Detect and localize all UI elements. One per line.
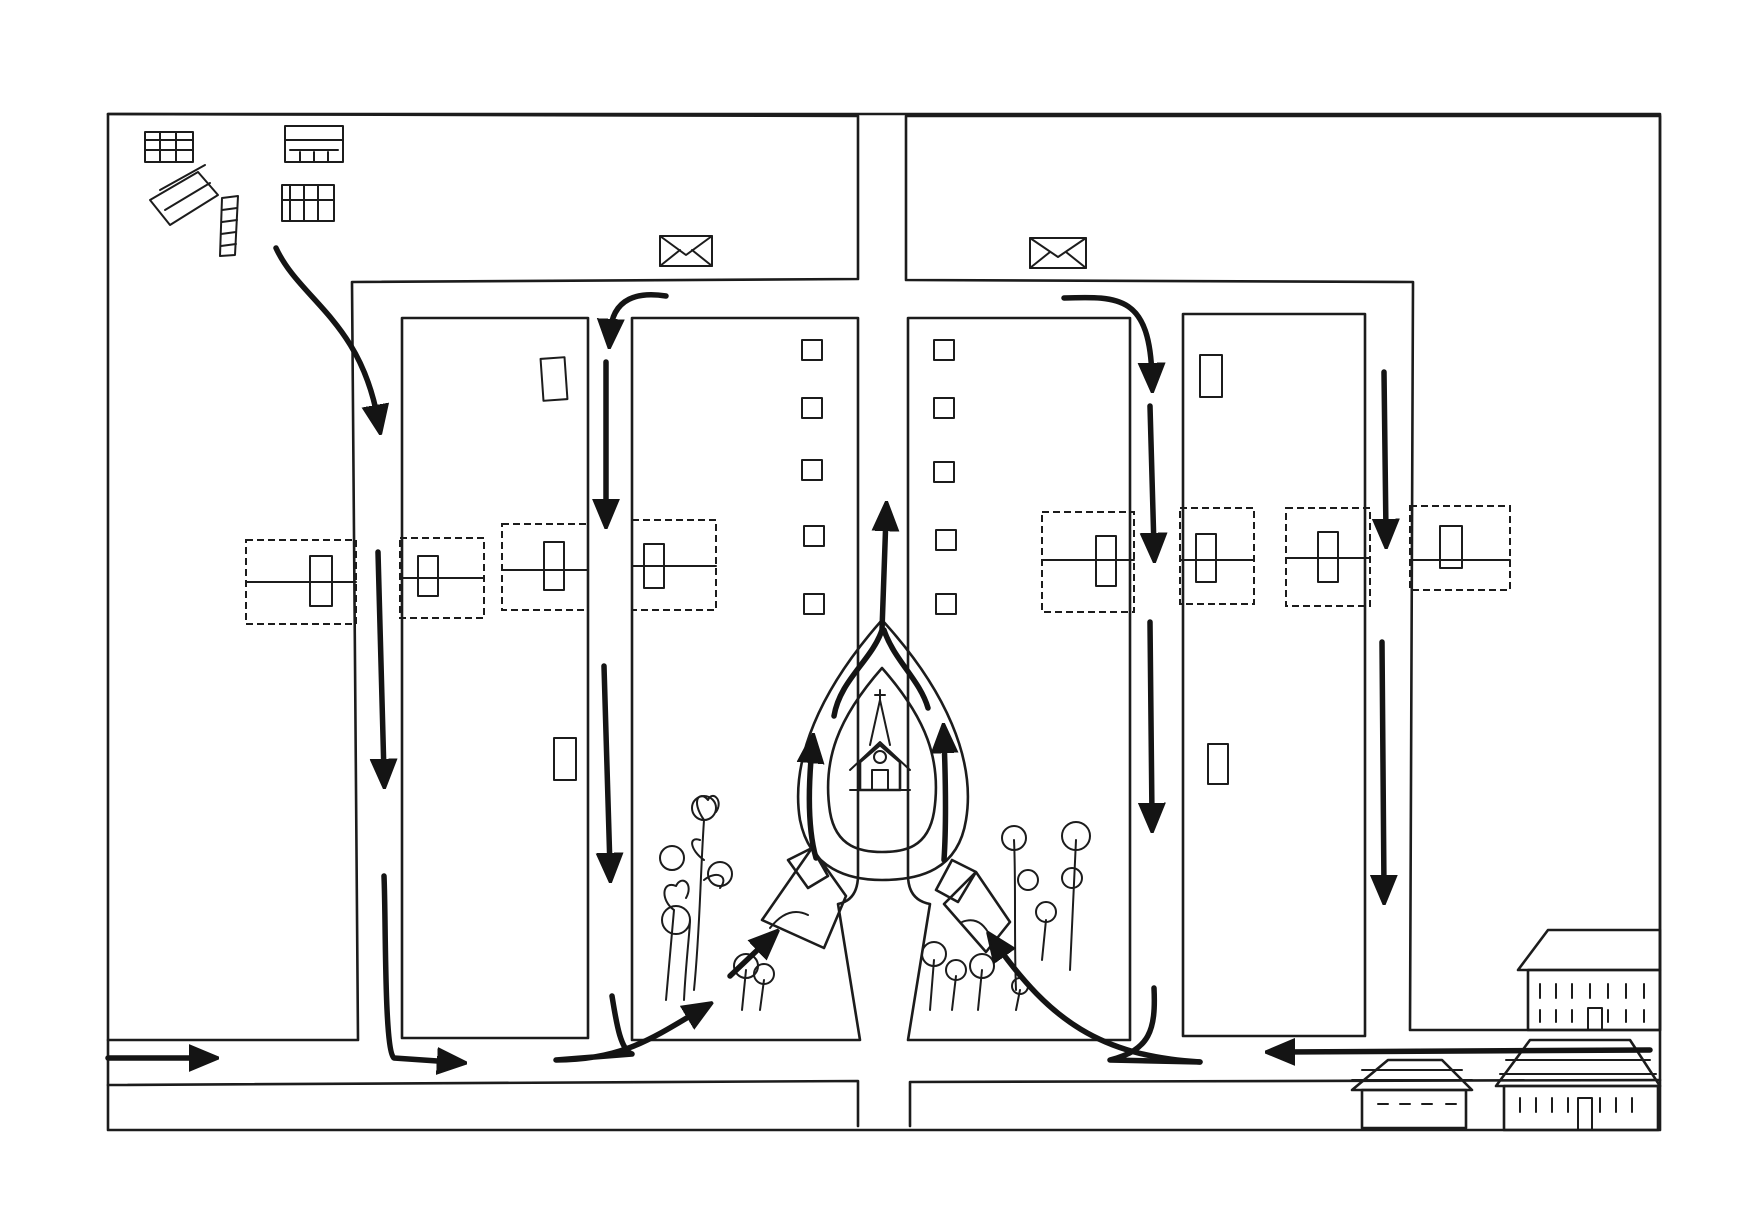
block-top-right <box>904 114 1662 1032</box>
arrow-left-road-1 <box>378 549 384 774</box>
fenced-plot-4 <box>631 519 717 611</box>
square-markers <box>801 339 957 615</box>
fenced-plot-3 <box>501 523 589 611</box>
house-small-5 <box>281 184 335 222</box>
arrow-roundabout-right <box>944 738 946 863</box>
arrow-mid-road-right-2 <box>1150 619 1152 818</box>
flow-arrows <box>105 245 1653 1065</box>
envelope-left <box>659 235 713 267</box>
house-small-1 <box>144 131 194 163</box>
fenced-plot-6 <box>1179 507 1255 605</box>
arrow-bottom-right-curve-return <box>1107 985 1203 1065</box>
arrow-roundabout-left <box>809 748 816 861</box>
block-inner-b <box>630 316 862 1042</box>
gate-right <box>934 858 1012 954</box>
arrow-roundabout-fork-right <box>881 627 931 711</box>
gate-left <box>760 846 848 950</box>
envelope-right <box>1029 237 1087 269</box>
gate-icon <box>760 846 1012 954</box>
house-cluster-icon <box>144 125 344 257</box>
house-small-4 <box>219 195 239 257</box>
arrow-left-road-2 <box>381 873 452 1062</box>
fenced-plot-icon <box>245 505 1511 625</box>
block-inner-a <box>400 316 590 1040</box>
fenced-plot-1 <box>245 539 357 625</box>
arrow-far-right-road-2 <box>1382 639 1384 890</box>
kiosk-markers <box>539 354 1229 785</box>
arrow-mid-road-right-1 <box>1150 403 1154 548</box>
fenced-plot-5 <box>1041 511 1135 613</box>
trees-left <box>659 794 775 1011</box>
arrow-mid-road-left-2 <box>604 663 610 868</box>
envelope-icon <box>659 235 1087 269</box>
house-small-2 <box>284 125 344 163</box>
arrow-far-right-road-1 <box>1384 369 1386 534</box>
fenced-plot-8 <box>1409 505 1511 591</box>
arrow-into-gate-left <box>553 993 700 1063</box>
house-small-3 <box>149 164 219 226</box>
building-small <box>1350 1058 1474 1130</box>
arrow-from-houses <box>273 245 378 420</box>
arrow-gate-to-roundabout-left <box>727 940 768 979</box>
building-icon <box>1350 928 1662 1132</box>
arrow-bottom-right-entry <box>1280 1050 1653 1052</box>
block-top-left <box>106 112 860 1042</box>
fenced-plot-7 <box>1285 507 1371 607</box>
arrow-top-curve-right <box>1061 294 1152 378</box>
block-bottom-left <box>106 1079 860 1128</box>
building-wide <box>1494 1038 1662 1132</box>
arrow-roundabout-up <box>831 516 886 719</box>
block-inner-d <box>1181 312 1367 1038</box>
fenced-plot-2 <box>399 537 485 619</box>
block-inner-c <box>906 316 1132 1042</box>
arrow-bottom-right-curve <box>996 944 1203 1065</box>
building-large <box>1516 928 1662 1032</box>
church-icon <box>849 689 911 792</box>
arrow-top-curve-left <box>610 292 669 334</box>
